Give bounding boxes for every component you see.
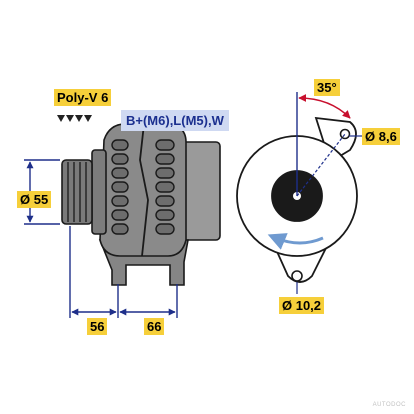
dim-right-label: 66 <box>144 318 165 335</box>
pulley-diameter-label: Ø 55 <box>17 191 52 208</box>
belt-type-label: Poly-V 6 <box>54 89 112 106</box>
connections-label: B+(M6),L(M5),W <box>121 110 229 131</box>
length-dimensions <box>69 226 178 318</box>
ear-hole-diameter-label: Ø 8,6 <box>362 128 400 145</box>
watermark: AUTODOC <box>372 402 406 408</box>
dim-left-label: 56 <box>87 318 108 335</box>
leader-lines <box>296 135 362 294</box>
angle-dimension <box>296 92 351 197</box>
alternator-side-view <box>61 123 221 286</box>
rotation-arrow <box>267 233 324 250</box>
mount-hole-diameter-label: Ø 10,2 <box>279 297 325 314</box>
poly-v-profile-icon <box>57 115 92 122</box>
angle-label: 35° <box>314 79 340 96</box>
